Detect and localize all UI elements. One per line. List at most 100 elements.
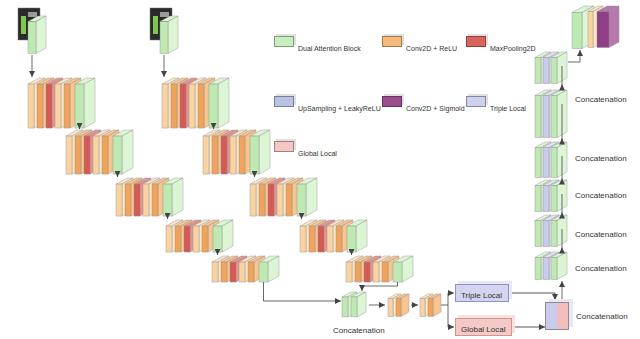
concat-label: Concatenation [575, 191, 627, 200]
legend-text: Global Local [298, 150, 337, 157]
slab-front [239, 262, 245, 282]
layer-slab [250, 130, 270, 174]
layer-slab [75, 130, 92, 174]
slab-front [327, 226, 333, 252]
label-holder: Concatenation [575, 257, 627, 275]
slab-front [318, 226, 324, 252]
slab-front [84, 136, 90, 174]
layer-slab [551, 90, 567, 138]
slab-front [75, 136, 81, 174]
legend-item: MaxPooling2D [466, 36, 512, 54]
slab-front [152, 184, 158, 216]
slab-front [221, 136, 227, 174]
slab-front [551, 258, 557, 280]
slab-side [122, 130, 133, 174]
layer-slab [551, 142, 567, 178]
layer-slab [551, 180, 567, 212]
flow-line [441, 293, 454, 305]
slab-front [125, 184, 131, 216]
layer-slab [93, 130, 110, 174]
slab-side [356, 220, 367, 252]
slab-side [402, 256, 413, 282]
slab-front [428, 298, 433, 316]
legend-item: Triple Local [466, 96, 502, 114]
label-holder: Concatenation [575, 147, 627, 165]
flow-line [562, 85, 563, 91]
label-holder: Concatenation [575, 88, 627, 106]
legend-swatch [466, 96, 486, 107]
module-box: Triple Local [455, 284, 509, 302]
slab-side [433, 294, 441, 316]
slab-front [543, 221, 549, 247]
flow-line [117, 174, 118, 177]
flow-line [362, 282, 398, 291]
slab-front [143, 184, 149, 216]
layer-slab [75, 78, 95, 128]
flow-line [562, 179, 563, 181]
label-holder: Concatenation [333, 319, 385, 337]
layer-slab [163, 178, 183, 216]
slab-front [175, 226, 181, 252]
layer-slab [551, 215, 567, 247]
slab-side [582, 6, 594, 49]
layer-slab [113, 130, 133, 174]
merge-block: Concatenation [545, 300, 630, 334]
slab-front [535, 186, 541, 212]
connector [509, 293, 555, 300]
layer-slab [212, 130, 229, 174]
slab-front [184, 226, 190, 252]
concat-label: Concatenation [575, 154, 627, 163]
slab-side [218, 78, 229, 128]
concat-label: Concatenation [575, 230, 627, 239]
legend-item: Dual Attention Block [274, 36, 337, 54]
layer-slab [230, 130, 247, 174]
slab-front [55, 84, 61, 128]
slab-front [551, 96, 557, 138]
slab-front [597, 12, 609, 48]
flow-line [568, 50, 580, 62]
slab-front [277, 184, 283, 216]
legend-text: Conv2D + ReLU [406, 45, 457, 52]
legend-swatch [274, 141, 294, 152]
slab-front [297, 184, 306, 216]
slab-front [113, 136, 122, 174]
legend-swatch [382, 36, 402, 47]
layer-slab [396, 294, 409, 316]
slab-front [309, 226, 315, 252]
slab-front [543, 96, 549, 138]
slab-front [543, 258, 549, 280]
layer-slab [37, 78, 54, 128]
legend-text: UpSampling + LeakyReLU [298, 105, 381, 112]
slab-side [557, 252, 567, 280]
layer-slab [551, 52, 567, 84]
flow-line [562, 281, 563, 301]
slab-front [535, 96, 541, 138]
legend-text: MaxPooling2D [490, 45, 536, 52]
image-detail [160, 12, 169, 17]
layer-slab [259, 256, 279, 282]
slab-front [239, 136, 245, 174]
slab-front [535, 221, 541, 247]
slab-front [535, 258, 541, 280]
flow-line [301, 216, 302, 219]
slab-front [230, 262, 236, 282]
slab-front [213, 226, 222, 252]
slab-side [609, 6, 619, 48]
slab-front [355, 262, 361, 282]
module-label: Global Local [461, 325, 505, 335]
slab-side [306, 178, 317, 216]
legend-text: Triple Local [490, 105, 526, 112]
layer-slab [46, 78, 63, 128]
layer-slab [55, 78, 72, 128]
slab-side [36, 16, 46, 54]
module-label: Triple Local [461, 291, 502, 301]
legend-item: Global Local [274, 141, 313, 159]
slab-front [543, 58, 549, 84]
flow-line [562, 66, 563, 89]
layer-slab [351, 292, 366, 317]
layer-slab [66, 130, 83, 174]
label-holder: Concatenation [575, 184, 627, 202]
slab-front [286, 184, 292, 216]
slab-front [388, 298, 393, 316]
layer-slab [221, 130, 238, 174]
